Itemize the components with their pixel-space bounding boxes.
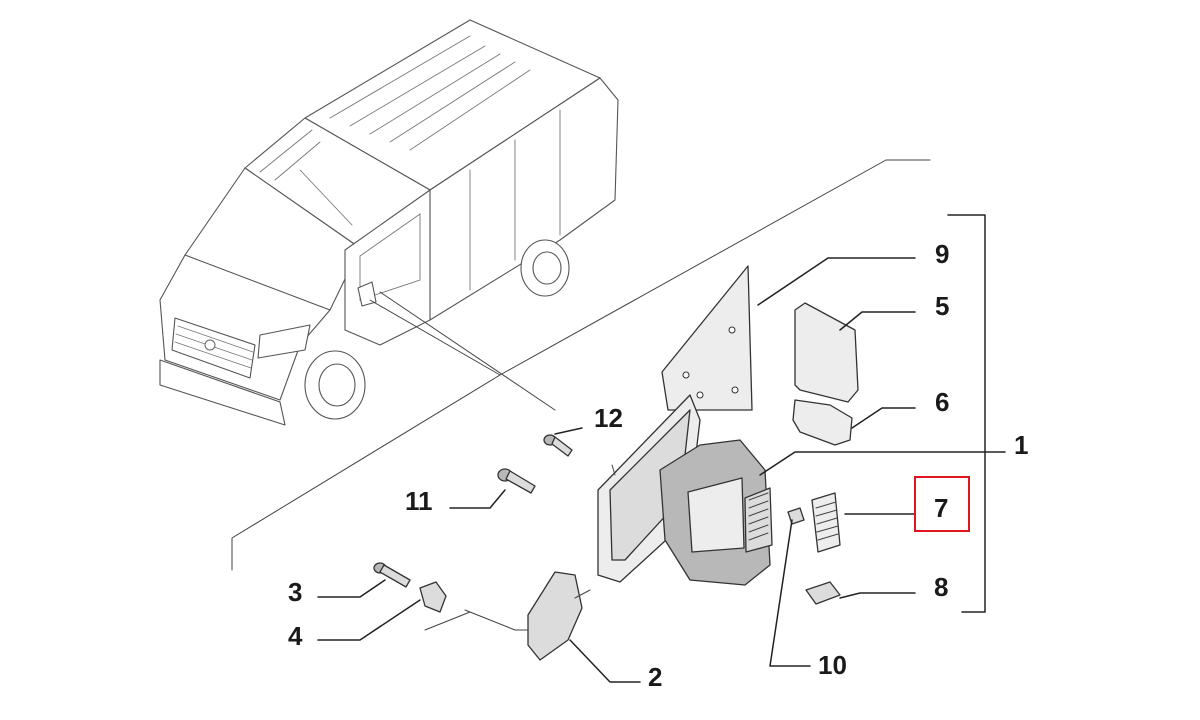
- part-3-screw: [373, 562, 411, 588]
- part-6-wide-angle-glass: [792, 399, 853, 446]
- callout-2: 2: [648, 662, 663, 692]
- frame-lines: [231, 159, 986, 613]
- leader-8: [839, 592, 916, 599]
- part-5-mirror-glass: [794, 302, 859, 403]
- callout-1: 1: [1014, 430, 1029, 460]
- part-1-mirror-housing: [597, 394, 773, 586]
- leader-2: [569, 639, 641, 683]
- callout-3: 3: [288, 577, 303, 607]
- callout-4: 4: [288, 621, 303, 651]
- leader-5: [839, 311, 916, 331]
- part-7-indicator-lens: [811, 492, 841, 553]
- callout-12: 12: [594, 403, 623, 433]
- leader-3: [317, 579, 386, 598]
- callout-5: 5: [935, 291, 950, 321]
- leader-6: [851, 407, 916, 429]
- van-illustration: [159, 19, 619, 426]
- leader-1: [759, 451, 1006, 476]
- leader-11: [449, 489, 506, 509]
- callout-8: 8: [934, 572, 949, 602]
- leader-lines: [317, 257, 1006, 683]
- part-9-backing-plate: [661, 265, 753, 411]
- callout-11: 11: [405, 486, 433, 516]
- part-8-pad: [805, 581, 841, 605]
- callout-7: 7: [934, 493, 949, 523]
- part-4-clip: [419, 581, 447, 613]
- callout-6: 6: [935, 387, 950, 417]
- leader-12: [554, 427, 583, 435]
- callout-10: 10: [818, 650, 847, 680]
- leader-4: [317, 599, 421, 641]
- leader-2-extra: [424, 609, 516, 631]
- part-11-bolt: [497, 468, 536, 494]
- callout-9: 9: [935, 239, 950, 269]
- part-2-base-cover: [527, 571, 591, 661]
- highlight-box-part-7: [914, 476, 970, 532]
- leader-10: [769, 519, 811, 667]
- part-10-bulb: [787, 507, 805, 525]
- part-12-screw: [543, 434, 573, 457]
- leader-9: [757, 257, 916, 306]
